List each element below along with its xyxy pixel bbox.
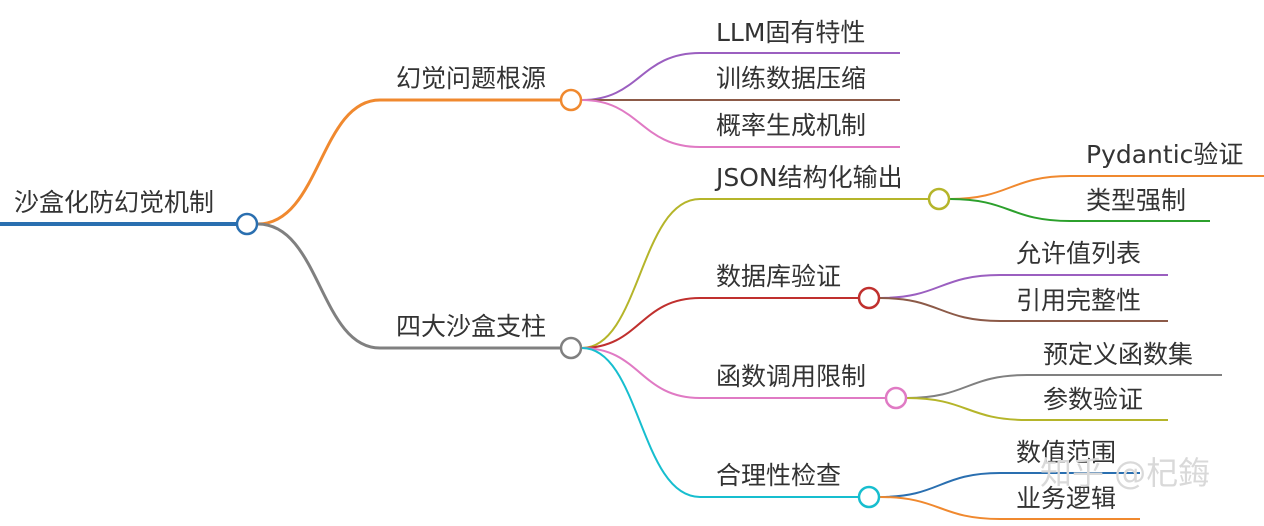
causes-node-circle[interactable] bbox=[559, 88, 583, 112]
sanity-node-circle[interactable] bbox=[857, 485, 881, 509]
root-label[interactable]: 沙盒化防幻觉机制 bbox=[14, 188, 215, 217]
watermark-text: 知乎 @杞鋂 bbox=[1040, 454, 1211, 492]
pillar-label-function-call-limits[interactable]: 函数调用限制 bbox=[716, 362, 867, 391]
branch-label-four-pillars[interactable]: 四大沙盒支柱 bbox=[396, 312, 547, 341]
edge-pillars-to-sanity-check bbox=[581, 347, 858, 498]
leaf-label-value-range[interactable]: 数值范围 bbox=[1016, 438, 1117, 467]
edge-sanity-to-business-logic bbox=[879, 496, 1140, 520]
edge-func-to-param-validation bbox=[906, 397, 1168, 421]
edge-db-to-allowed-values bbox=[879, 274, 1168, 299]
edge-db-to-referential-integrity bbox=[879, 297, 1168, 322]
leaf-label-parameter-validation[interactable]: 参数验证 bbox=[1043, 385, 1144, 414]
edge-pillars-to-json-output bbox=[581, 198, 928, 349]
pillars-node-circle[interactable] bbox=[559, 336, 583, 360]
pillar-label-json-output[interactable]: JSON结构化输出 bbox=[716, 163, 903, 192]
function-node-circle[interactable] bbox=[884, 386, 908, 410]
leaf-label-llm-traits[interactable]: LLM固有特性 bbox=[716, 18, 866, 47]
leaf-label-allowed-values[interactable]: 允许值列表 bbox=[1016, 239, 1142, 268]
database-node-circle[interactable] bbox=[857, 286, 881, 310]
branch-label-hallucination-causes[interactable]: 幻觉问题根源 bbox=[396, 64, 547, 93]
edge-pillars-to-database-validation bbox=[581, 297, 858, 349]
leaf-label-pydantic[interactable]: Pydantic验证 bbox=[1086, 140, 1244, 169]
edge-sanity-to-value-range bbox=[879, 472, 1140, 498]
root-node-circle[interactable] bbox=[235, 212, 259, 236]
edge-func-to-predefined-set bbox=[906, 374, 1222, 399]
edge-causes-to-llm-traits bbox=[581, 52, 900, 101]
edge-json-to-pydantic bbox=[949, 175, 1264, 200]
edge-json-to-type-enforcement bbox=[949, 198, 1210, 222]
leaf-label-training-compression[interactable]: 训练数据压缩 bbox=[716, 64, 867, 93]
leaf-label-probabilistic-generation[interactable]: 概率生成机制 bbox=[716, 111, 867, 140]
leaf-label-predefined-function-set[interactable]: 预定义函数集 bbox=[1043, 340, 1194, 369]
leaf-label-business-logic[interactable]: 业务逻辑 bbox=[1016, 484, 1117, 513]
pillar-label-database-validation[interactable]: 数据库验证 bbox=[716, 262, 842, 291]
edge-root-to-four-pillars bbox=[257, 222, 560, 350]
edge-root-to-hallucination-causes bbox=[257, 98, 560, 226]
edge-pillars-to-function-call-limits bbox=[581, 347, 885, 399]
edge-causes-to-probabilistic-generation bbox=[581, 99, 900, 148]
leaf-label-referential-integrity[interactable]: 引用完整性 bbox=[1016, 286, 1142, 315]
json-node-circle[interactable] bbox=[927, 187, 951, 211]
leaf-label-type-enforcement[interactable]: 类型强制 bbox=[1086, 186, 1187, 215]
pillar-label-sanity-check[interactable]: 合理性检查 bbox=[716, 461, 842, 490]
